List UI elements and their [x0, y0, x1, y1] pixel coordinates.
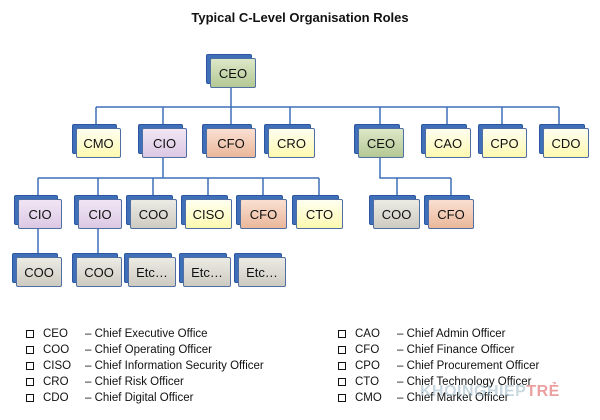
legend-desc: – Chief Information Security Officer: [85, 360, 264, 372]
legend-item: CTO – Chief Technology Officer: [338, 374, 539, 390]
checkbox-icon: [338, 378, 346, 386]
node-coo-ceo: COO: [373, 199, 420, 229]
node-etc-2: Etc…: [183, 257, 231, 287]
checkbox-icon: [338, 330, 346, 338]
legend-left: CEO – Chief Executive Office COO – Chief O…: [26, 326, 264, 406]
connector-ceo: [379, 158, 452, 199]
node-cio-sub-2: CIO: [78, 199, 122, 229]
node-coo-l3-2: COO: [76, 257, 122, 287]
connector-l3: [37, 229, 99, 257]
node-cdo: CDO: [543, 128, 589, 158]
legend-desc: – Chief Admin Officer: [397, 328, 506, 340]
node-cio: CIO: [142, 128, 187, 158]
connector-root: [95, 88, 560, 128]
legend-abbr: CISO: [43, 360, 72, 372]
legend-desc: – Chief Operating Officer: [85, 344, 212, 356]
legend-abbr: COO: [43, 344, 70, 356]
node-cpo: CPO: [482, 128, 527, 158]
legend-abbr: CFO: [355, 344, 380, 356]
legend-desc: – Chief Risk Officer: [85, 376, 184, 388]
legend-desc: – Chief Executive Office: [85, 328, 208, 340]
watermark-logo: KHOINGHIEPTRẺ: [420, 383, 560, 401]
legend-desc: – Chief Finance Officer: [397, 344, 515, 356]
legend-item: CEO – Chief Executive Office: [26, 326, 264, 342]
watermark-accent: TRẺ: [526, 383, 560, 400]
node-cro: CRO: [268, 128, 315, 158]
checkbox-icon: [338, 362, 346, 370]
checkbox-icon: [338, 346, 346, 354]
legend-item: CFO – Chief Finance Officer: [338, 342, 539, 358]
node-coo-l3-1: COO: [16, 257, 62, 287]
node-etc-1: Etc…: [128, 257, 176, 287]
checkbox-icon: [26, 330, 34, 338]
node-cao: CAO: [425, 128, 471, 158]
legend-item: CISO – Chief Information Security Officer: [26, 358, 264, 374]
watermark-text: KHOINGHIEP: [420, 383, 527, 400]
node-cfo: CFO: [206, 128, 256, 158]
legend-desc: – Chief Technology Officer: [397, 376, 532, 388]
legend-desc: – Chief Market Officer: [397, 392, 509, 404]
node-cfo-ceo: CFO: [428, 199, 474, 229]
node-cmo: CMO: [76, 128, 121, 158]
checkbox-icon: [26, 346, 34, 354]
node-ceo-2: CEO: [358, 128, 404, 158]
legend-abbr: CMO: [355, 392, 382, 404]
node-cto: CTO: [296, 199, 343, 229]
legend-item: CDO – Chief Digital Officer: [26, 390, 264, 406]
legend-item: CRO – Chief Risk Officer: [26, 374, 264, 390]
legend-item: COO – Chief Operating Officer: [26, 342, 264, 358]
legend-item: CPO – Chief Procurement Officer: [338, 358, 539, 374]
node-cfo-sub: CFO: [240, 199, 287, 229]
legend-abbr: CEO: [43, 328, 68, 340]
legend-item: CMO – Chief Market Officer: [338, 390, 539, 406]
node-etc-3: Etc…: [238, 257, 286, 287]
legend-desc: – Chief Procurement Officer: [397, 360, 540, 372]
legend-abbr: CPO: [355, 360, 380, 372]
legend-item: CAO – Chief Admin Officer: [338, 326, 539, 342]
legend-desc: – Chief Digital Officer: [85, 392, 194, 404]
node-coo: COO: [130, 199, 177, 229]
legend-abbr: CTO: [355, 376, 380, 388]
legend-abbr: CRO: [43, 376, 69, 388]
legend-right: CAO – Chief Admin Officer CFO – Chief Fina…: [338, 326, 539, 406]
checkbox-icon: [26, 394, 34, 402]
checkbox-icon: [26, 362, 34, 370]
checkbox-icon: [338, 394, 346, 402]
node-cio-sub-1: CIO: [18, 199, 62, 229]
legend-abbr: CAO: [355, 328, 380, 340]
diagram-title: Typical C-Level Organisation Roles: [191, 10, 409, 25]
checkbox-icon: [26, 378, 34, 386]
node-ceo-root: CEO: [210, 58, 256, 88]
connector-cio: [37, 158, 320, 199]
legend-abbr: CDO: [43, 392, 69, 404]
node-ciso: CISO: [185, 199, 232, 229]
